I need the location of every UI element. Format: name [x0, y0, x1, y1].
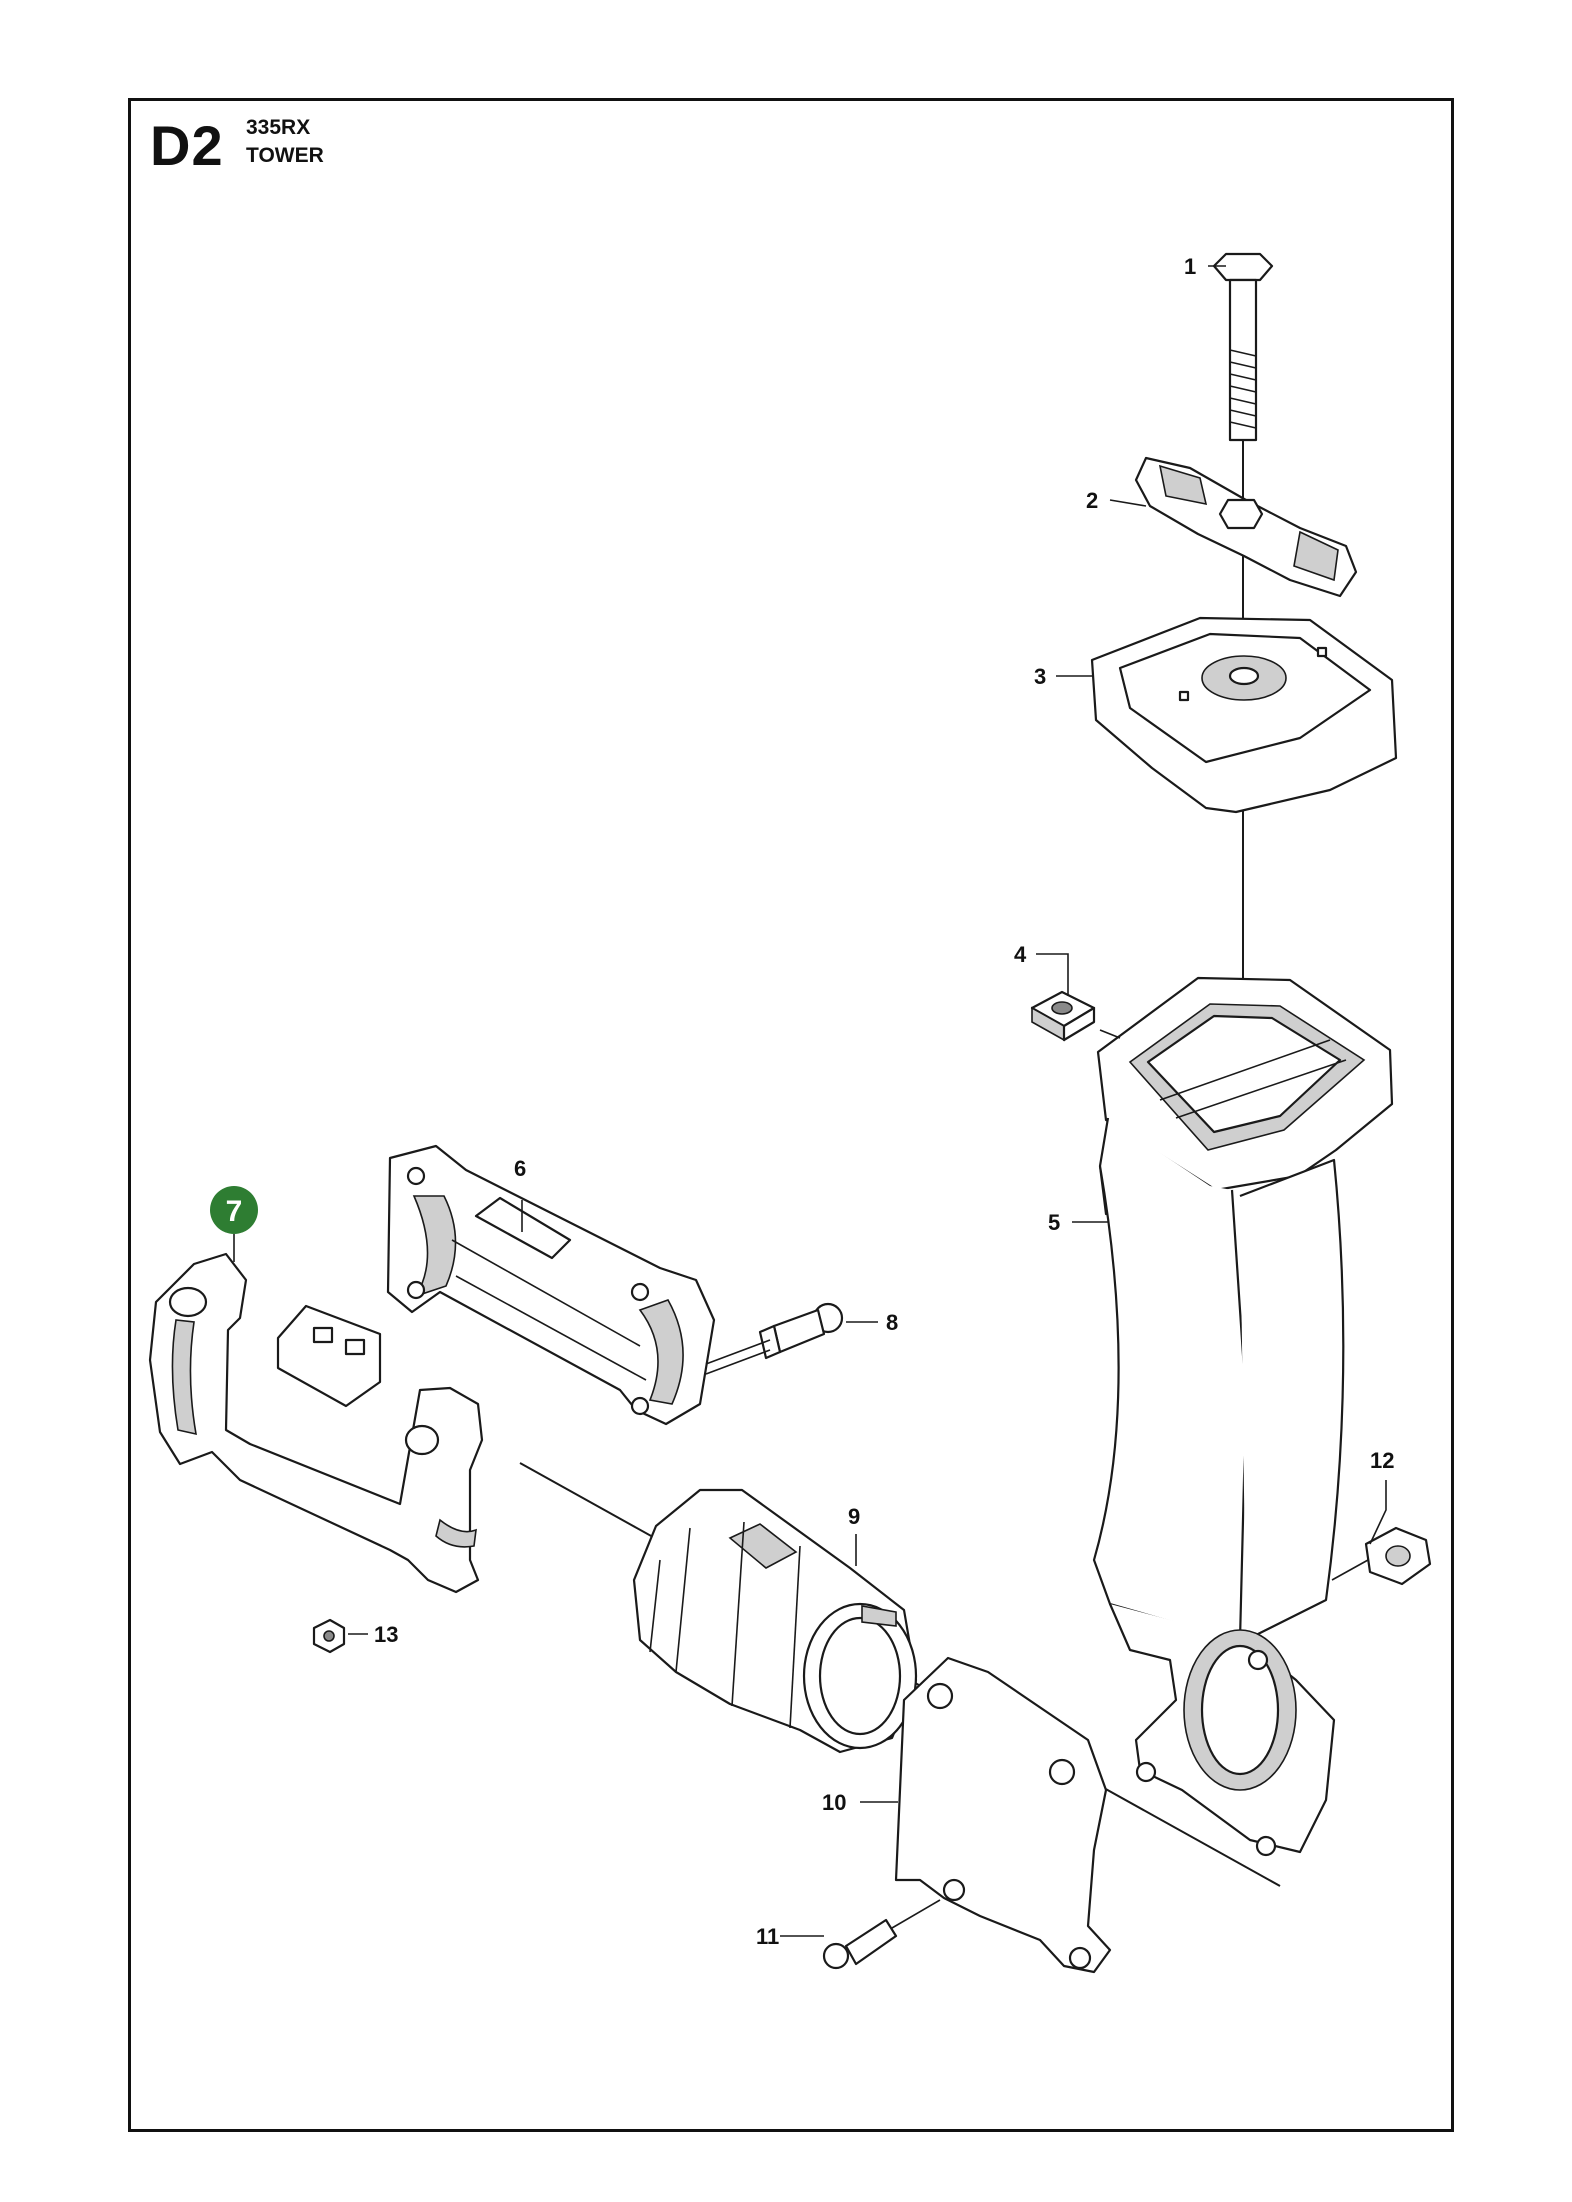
highlight-badge [210, 1186, 258, 1234]
part-wing-knob[interactable] [1134, 456, 1358, 598]
callout-7: 7 [226, 1195, 243, 1228]
callout-4: 4 [1014, 942, 1027, 967]
callout-12: 12 [1370, 1448, 1394, 1473]
section-code: D2 [150, 114, 224, 177]
callout-8: 8 [886, 1310, 898, 1335]
part-small-nut[interactable] [312, 1618, 346, 1654]
section-title: TOWER [246, 144, 324, 167]
part-inner-clamp[interactable] [386, 1144, 716, 1426]
part-bolt[interactable] [1212, 252, 1274, 442]
callout-1: 1 [1184, 254, 1196, 279]
part-clamp-screw[interactable] [705, 1302, 844, 1375]
part-outer-clamp[interactable] [148, 1252, 484, 1594]
callout-10: 10 [822, 1790, 846, 1815]
model-label: 335RX [246, 116, 311, 139]
callout-13: 13 [374, 1622, 398, 1647]
part-tube-sleeve[interactable] [632, 1488, 918, 1754]
part-tower-body[interactable] [1092, 976, 1394, 1857]
callout-11: 11 [756, 1924, 779, 1949]
callout-7-highlight[interactable]: 7 [210, 1186, 258, 1234]
leader-lines [233, 265, 1387, 1937]
diagram-frame [128, 98, 1454, 2132]
section-header: 335RX TOWER [246, 114, 324, 170]
callout-3: 3 [1034, 664, 1046, 689]
part-lower-screw[interactable] [822, 1899, 941, 1970]
callout-5: 5 [1048, 1210, 1060, 1235]
callout-9: 9 [848, 1504, 860, 1529]
part-top-cap[interactable] [1090, 616, 1398, 814]
part-lower-clamp[interactable] [894, 1656, 1112, 1974]
part-square-nut[interactable] [1030, 990, 1096, 1042]
callout-labels: 1 2 3 4 5 6 8 9 10 11 12 13 [374, 254, 1394, 1949]
callout-2: 2 [1086, 488, 1098, 513]
part-side-nut[interactable] [1331, 1526, 1432, 1586]
callout-6: 6 [514, 1156, 526, 1181]
